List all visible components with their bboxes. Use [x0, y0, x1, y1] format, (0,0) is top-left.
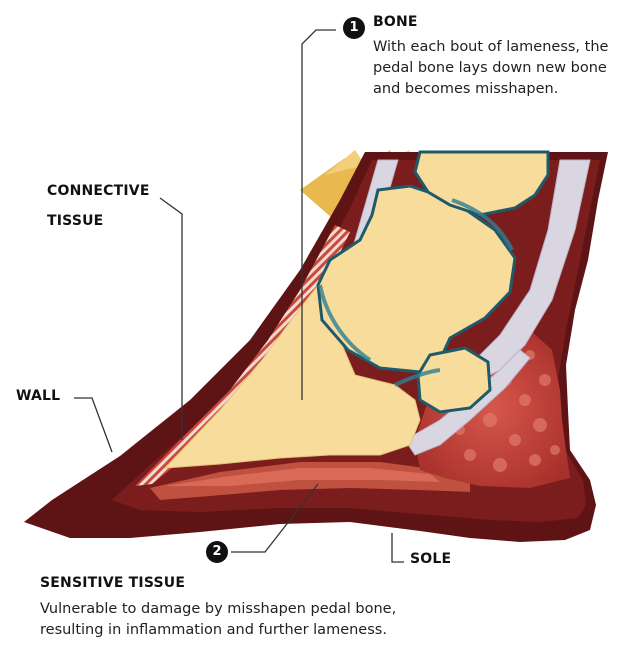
sensitive-tissue-label: SENSITIVE TISSUE [40, 575, 185, 591]
bone-number-badge: 1 [343, 17, 365, 39]
wall-leader [74, 398, 112, 452]
bone-label: BONE [373, 14, 418, 30]
sole-leader [392, 533, 404, 562]
sensitive-tissue-number-badge: 2 [206, 541, 228, 563]
sole-label: SOLE [410, 551, 451, 567]
wall-label: WALL [16, 388, 60, 404]
sensitive-tissue-description: Vulnerable to damage by misshapen pedal … [40, 599, 400, 641]
connective-tissue-label: CONNECTIVE TISSUE [47, 176, 177, 236]
bone-description: With each bout of lameness, the pedal bo… [373, 37, 618, 100]
